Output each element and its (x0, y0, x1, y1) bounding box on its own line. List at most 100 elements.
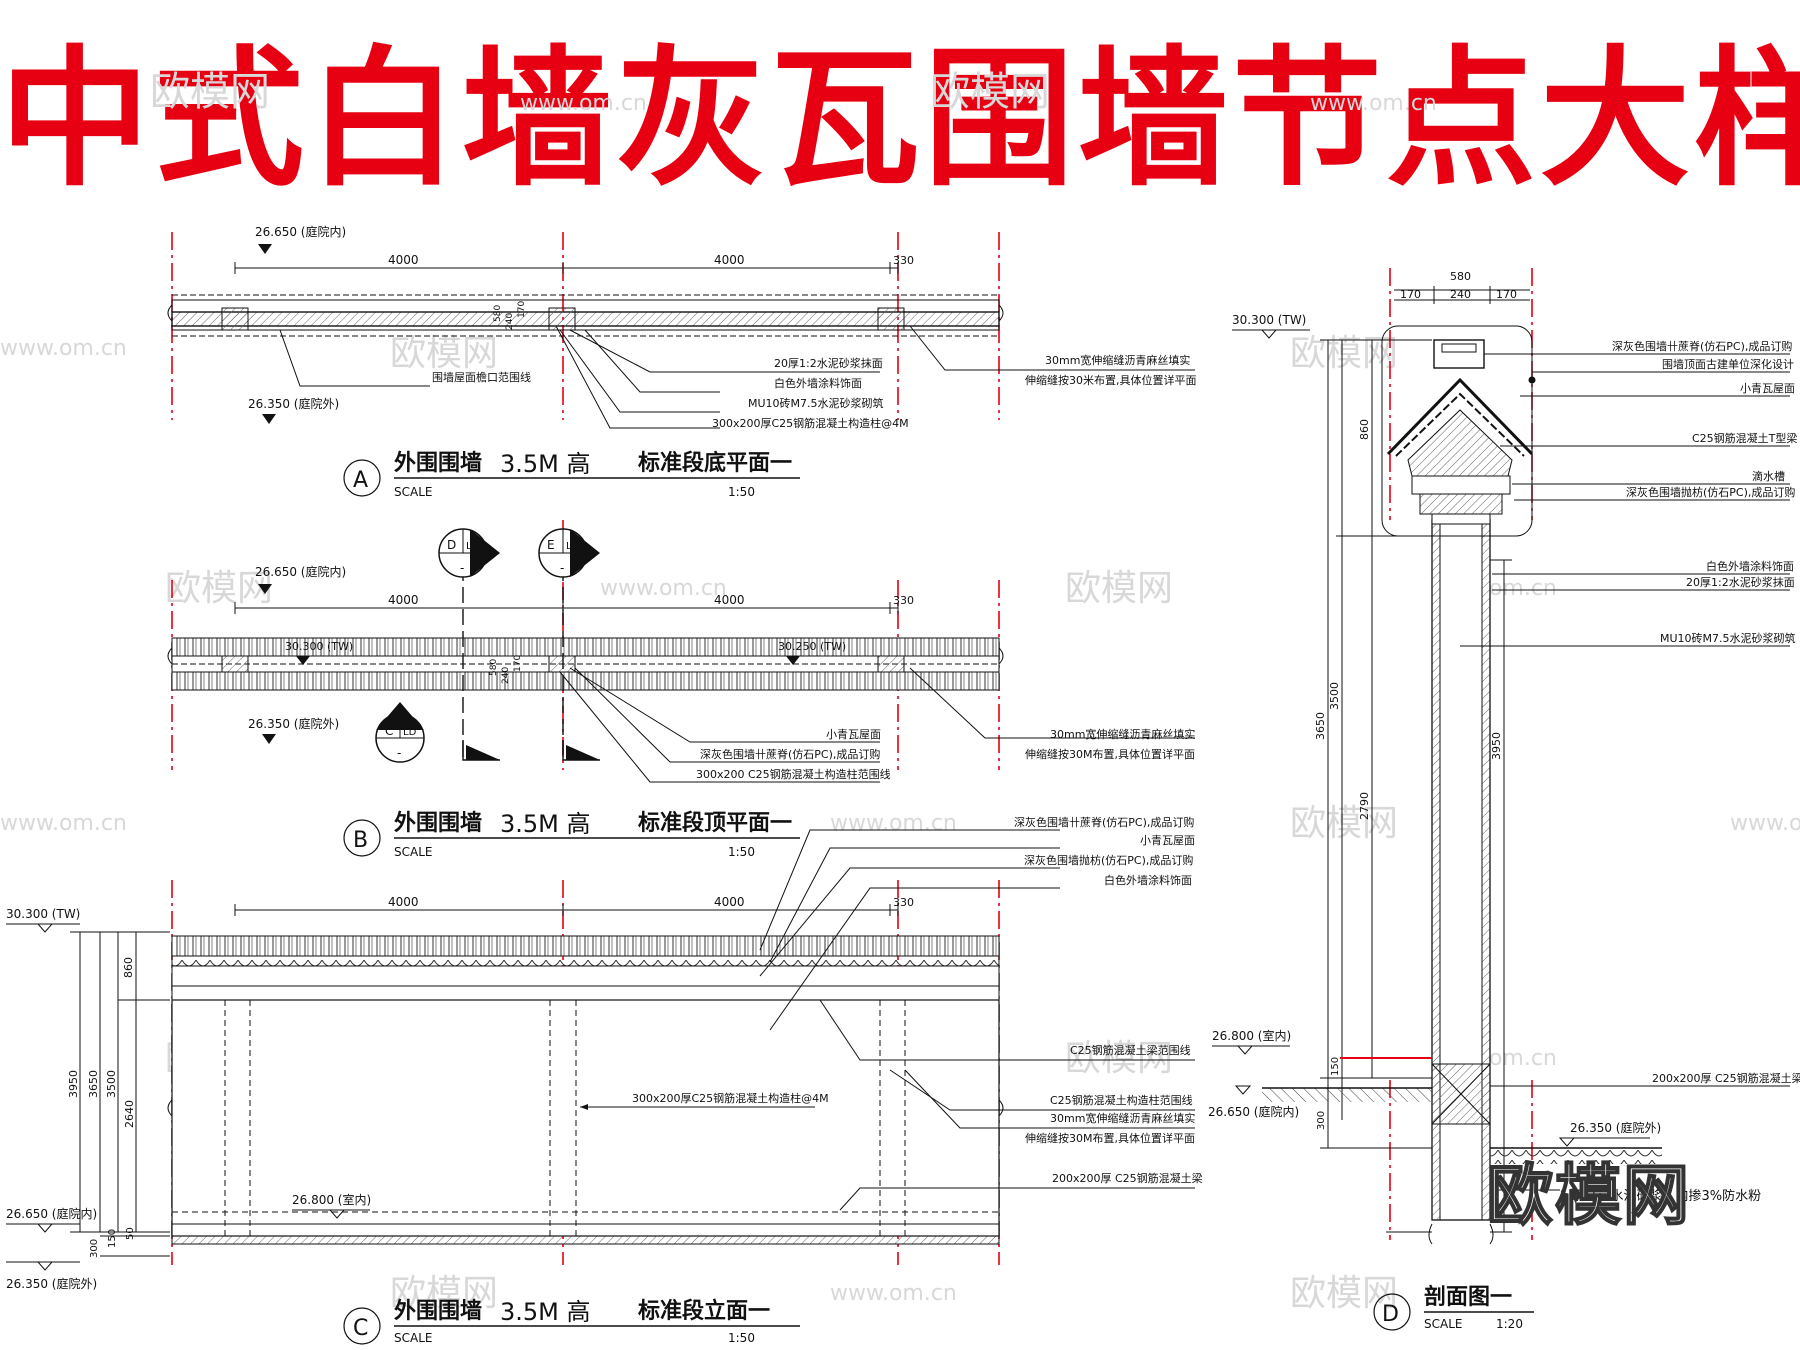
watermark-cn: 欧模网 (1065, 568, 1173, 609)
view-c-note-column: 300x200厚C25钢筋混凝土构造柱@4M (632, 1091, 829, 1105)
section-mark-c-letter: C (385, 724, 393, 738)
view-a-title-bold: 外围围墙 (394, 450, 482, 476)
view-d-scale-label: SCALE (1424, 1317, 1462, 1331)
brand-watermark: 欧模网 (1486, 1156, 1691, 1235)
view-b-scale: 1:50 (728, 845, 755, 859)
section-mark-c-dash: - (397, 746, 401, 760)
watermark-url: www.om.cn (830, 1281, 957, 1306)
section-mark-e-letter: E (547, 538, 555, 552)
view-c-vdim-7: 150 (107, 1229, 118, 1248)
view-a-plan: 4000 4000 330 580 240 170 26.650 (庭院内) 2… (167, 224, 1197, 499)
view-c-dim-1: 4000 (388, 895, 419, 909)
watermark-url: www.om.cn (0, 336, 127, 361)
view-b-note-right-1: 30mm宽伸缩缝沥青麻丝填实 (1050, 727, 1195, 741)
view-c-note-top-3: 深灰色围墙抛枋(仿石PC),成品订购 (1024, 853, 1193, 867)
watermark-url: www.om.cn (520, 91, 647, 116)
section-mark-c-ref: LD (403, 727, 417, 738)
view-b-wall-dim-1: 580 (489, 659, 499, 676)
view-d-section: 580 170 240 170 (1208, 268, 1800, 1331)
view-d-note-3: 小青瓦屋面 (1740, 382, 1795, 395)
view-c-scale: 1:50 (728, 1331, 755, 1345)
view-c-circle: C (353, 1316, 368, 1341)
view-b-note-right-2: 伸缩缝按30M布置,具体位置详平面 (1025, 747, 1195, 761)
view-c-title-tail: 标准段立面一 (638, 1298, 770, 1324)
view-d-level-tw: 30.300 (TW) (1232, 313, 1306, 327)
view-b-scale-label: SCALE (394, 845, 432, 859)
view-c-scale-label: SCALE (394, 1331, 432, 1345)
watermark-cn: 欧模网 (1290, 803, 1398, 844)
view-c-note-right-5: 200x200厚 C25钢筋混凝土梁 (1052, 1171, 1203, 1185)
view-d-vdim-2: 3650 (1314, 712, 1327, 740)
view-a-level-inner: 26.650 (庭院内) (255, 224, 346, 239)
view-c-dim-2: 4000 (714, 895, 745, 909)
view-d-level-inner: 26.650 (庭院内) (1208, 1104, 1299, 1119)
view-c-level-outer: 26.350 (庭院外) (6, 1276, 97, 1291)
view-a-wall-dim-1: 580 (493, 305, 503, 322)
section-mark-d-letter: D (447, 538, 456, 552)
view-d-note-2: 围墙顶面古建单位深化设计 (1662, 357, 1794, 371)
view-b-level-tw-1: 30.300 (TW) (285, 640, 353, 653)
view-c-note-right-3: 30mm宽伸缩缝沥青麻丝填实 (1050, 1111, 1195, 1125)
view-d-note-9: MU10砖M7.5水泥砂浆砌筑 (1660, 631, 1796, 645)
view-d-note-7: 白色外墙涂料饰面 (1706, 559, 1794, 573)
view-a-note-3: MU10砖M7.5水泥砂浆砌筑 (748, 396, 884, 410)
view-b-title-light: 3.5M 高 (500, 810, 591, 838)
view-d-note-6: 深灰色围墙抛枋(仿石PC),成品订购 (1626, 485, 1795, 499)
view-d-top-dim-3: 240 (1450, 288, 1471, 301)
watermark-cn: 欧模网 (1065, 1038, 1173, 1079)
view-d-scale: 1:20 (1496, 1317, 1523, 1331)
section-mark-d-ref: LD (466, 541, 480, 552)
view-c-note-right-1: C25钢筋混凝土梁范围线 (1070, 1043, 1191, 1057)
watermark-cn: 欧模网 (930, 69, 1050, 115)
watermark-url: www.om.cn (1310, 91, 1437, 116)
view-d-circle: D (1382, 1302, 1399, 1327)
view-d-top-dim-4: 170 (1496, 288, 1517, 301)
view-a-note-2: 白色外墙涂料饰面 (774, 376, 862, 390)
view-c-vdim-1: 860 (122, 957, 135, 978)
view-d-top-dim-2: 170 (1400, 288, 1421, 301)
watermark-url: www.om.cn (0, 811, 127, 836)
view-d-vdim-1: 860 (1358, 419, 1371, 440)
view-b-level-tw-2: 30.250 (TW) (778, 640, 846, 653)
view-c-elevation: 4000 4000 330 (6, 815, 1203, 1345)
view-a-dim-1: 4000 (388, 253, 419, 267)
view-d-note-11: 20厚1:2水泥砂浆，内掺3%防水粉 (1560, 1188, 1761, 1204)
view-d-level-outer: 26.350 (庭院外) (1570, 1120, 1661, 1135)
view-c-vdim-2: 3950 (67, 1070, 80, 1098)
view-a-note-1: 20厚1:2水泥砂浆抹面 (774, 356, 883, 370)
view-d-title: 剖面图一 (1424, 1284, 1512, 1310)
view-c-vdim-8: 50 (125, 1227, 136, 1240)
view-a-title-tail: 标准段底平面一 (638, 450, 792, 476)
view-a-note-right-1: 30mm宽伸缩缝沥青麻丝填实 (1045, 353, 1190, 367)
view-b-note-2: 深灰色围墙卄蔗脊(仿石PC),成品订购 (700, 747, 880, 761)
view-c-note-top-2: 小青瓦屋面 (1140, 834, 1195, 847)
section-mark-e-dash: - (560, 561, 564, 575)
view-b-title-tail: 标准段顶平面一 (638, 810, 792, 836)
watermark-cn: 欧模网 (1290, 1273, 1398, 1314)
view-a-scale-label: SCALE (394, 485, 432, 499)
watermark-cn: 欧模网 (165, 568, 273, 609)
view-d-vdim-3: 3500 (1328, 682, 1341, 710)
view-a-title-light: 3.5M 高 (500, 450, 591, 478)
view-b-plan: 4000 4000 330 580 240 170 26.650 (庭院内) 2… (167, 528, 1195, 859)
view-c-level-indoor: 26.800 (室内) (292, 1192, 371, 1207)
view-c-note-top-1: 深灰色围墙卄蔗脊(仿石PC),成品订购 (1014, 815, 1194, 829)
view-c-dim-3: 330 (893, 896, 914, 909)
view-b-note-3: 300x200 C25钢筋混凝土构造柱范围线 (696, 767, 891, 781)
view-b-circle: B (353, 828, 368, 853)
view-d-vdim-4: 2790 (1358, 792, 1371, 820)
view-d-level-indoor: 26.800 (室内) (1212, 1028, 1291, 1043)
watermark-url: www.om.cn (1730, 811, 1800, 836)
view-c-vdim-5: 2640 (123, 1100, 136, 1128)
view-a-dim-2: 4000 (714, 253, 745, 267)
view-c-note-top-4: 白色外墙涂料饰面 (1104, 873, 1192, 887)
watermark-cn: 欧模网 (390, 1273, 498, 1314)
view-d-top-dim-1: 580 (1450, 270, 1471, 283)
view-b-level-inner: 26.650 (庭院内) (255, 564, 346, 579)
view-b-dim-1: 4000 (388, 593, 419, 607)
view-b-wall-dim-3: 170 (513, 655, 523, 672)
view-c-note-right-2: C25钢筋混凝土构造柱范围线 (1050, 1093, 1193, 1107)
view-a-circle: A (353, 468, 368, 493)
watermark-url: www.om.cn (830, 811, 957, 836)
view-a-level-outer: 26.350 (庭院外) (248, 396, 339, 411)
